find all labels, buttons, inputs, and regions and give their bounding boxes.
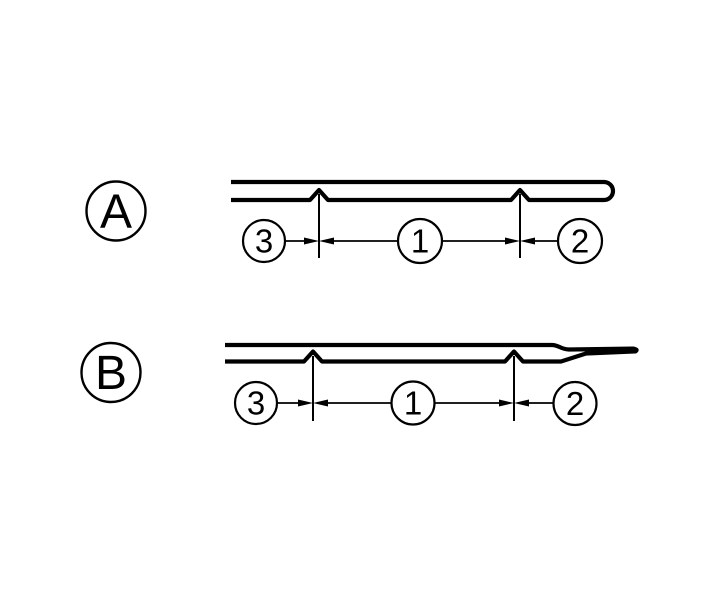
callout-2-label-a: 2 xyxy=(571,223,589,260)
figure-a-badge-circle xyxy=(85,180,147,242)
figure-b: B 3 1 2 xyxy=(80,341,639,427)
part-a-outline xyxy=(231,179,616,203)
figure-a-label: A xyxy=(100,186,132,239)
figure-b-badge-circle xyxy=(80,341,142,404)
dim-arrowhead xyxy=(514,399,529,407)
callout-2-circle-b xyxy=(552,380,598,427)
figure-a: A 3 1 2 xyxy=(85,179,616,265)
callout-1-label-b: 1 xyxy=(404,385,422,422)
part-b-outline xyxy=(225,342,639,364)
callout-3-circle-a xyxy=(241,218,287,264)
callout-3-label-b: 3 xyxy=(247,385,265,422)
callout-3-circle-b xyxy=(233,380,279,426)
dim-arrowhead xyxy=(298,399,313,407)
dim-arrowhead xyxy=(319,237,334,245)
callout-1-circle-a xyxy=(396,217,444,265)
callout-2-circle-a xyxy=(556,217,604,265)
callout-2-label-b: 2 xyxy=(566,385,584,422)
dim-arrowhead xyxy=(520,237,535,245)
dim-arrowhead xyxy=(505,237,520,245)
callout-1-label-a: 1 xyxy=(411,223,429,260)
dim-arrowhead xyxy=(313,399,328,407)
dim-arrowhead xyxy=(499,399,514,407)
figure-b-label: B xyxy=(95,347,127,400)
callout-1-circle-b xyxy=(390,380,436,426)
dim-arrowhead xyxy=(304,237,319,245)
callout-3-label-a: 3 xyxy=(255,223,273,260)
